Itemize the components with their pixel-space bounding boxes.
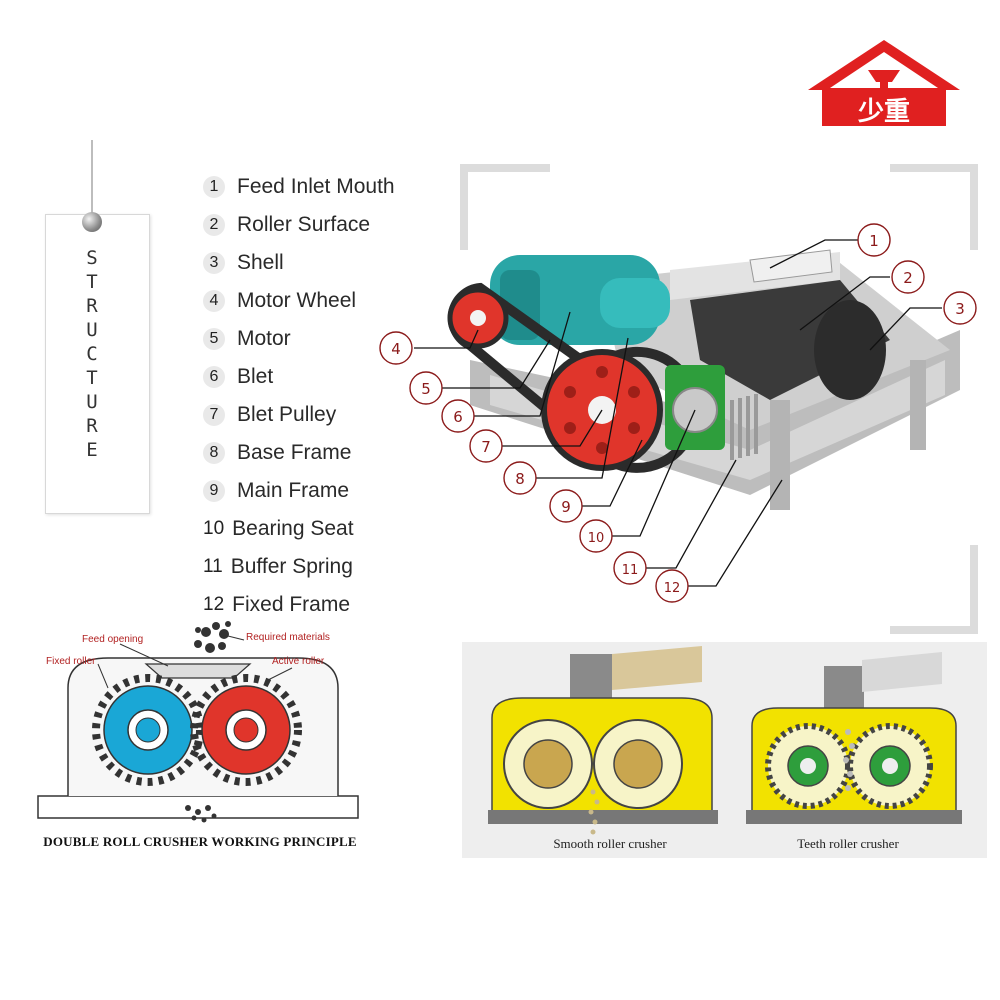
legend-number: 4	[203, 290, 225, 312]
callout-1: 1	[857, 223, 891, 257]
legend-number: 12	[203, 594, 225, 615]
working-principle-diagram: Feed opening Required materials Fixed ro…	[37, 621, 359, 823]
callout-6: 6	[441, 399, 475, 433]
legend-item: 5 Motor	[203, 320, 463, 358]
legend-item: 7 Blet Pulley	[203, 396, 463, 434]
legend-item: 1 Feed Inlet Mouth	[203, 168, 463, 206]
svg-text:12: 12	[664, 581, 681, 596]
callout-3: 3	[943, 291, 977, 325]
svg-text:8: 8	[515, 470, 525, 488]
fixed-roller-label: Fixed roller	[46, 656, 96, 667]
legend-item: 8 Base Frame	[203, 434, 463, 472]
roll-crusher-diagram: 1 2 3 4 5 6 7 8 9 10 11 12	[379, 164, 978, 634]
teeth-roller-caption: Teeth roller crusher	[797, 836, 899, 851]
banner-string	[91, 140, 93, 218]
legend-number: 3	[203, 252, 225, 274]
banner-letter: T	[86, 271, 98, 293]
structure-banner	[45, 214, 150, 514]
buffer-spring-shape	[730, 394, 758, 460]
callout-10: 10	[579, 519, 613, 553]
feed-opening-label: Feed opening	[82, 634, 143, 645]
svg-text:7: 7	[481, 438, 491, 456]
parts-legend: 1 Feed Inlet Mouth 2 Roller Surface 3 Shell…	[203, 168, 463, 624]
legend-label: Shell	[237, 251, 284, 274]
legend-label: Base Frame	[237, 441, 352, 464]
callout-11: 11	[613, 551, 647, 585]
callout-8: 8	[503, 461, 537, 495]
banner-bead	[82, 212, 102, 232]
legend-label: Fixed Frame	[232, 593, 350, 616]
legend-number: 11	[203, 556, 223, 577]
svg-text:3: 3	[955, 300, 965, 318]
legend-item: 6 Blet	[203, 358, 463, 396]
callout-12: 12	[655, 569, 689, 603]
feed-inlet-shape	[749, 249, 833, 283]
legend-item: 4 Motor Wheel	[203, 282, 463, 320]
svg-text:6: 6	[453, 408, 463, 426]
legend-item: 11 Buffer Spring	[203, 548, 463, 586]
callout-9: 9	[549, 489, 583, 523]
legend-item: 2 Roller Surface	[203, 206, 463, 244]
frame-brackets	[460, 164, 978, 634]
legend-number: 5	[203, 328, 225, 350]
required-materials-label: Required materials	[246, 632, 330, 643]
legend-label: Feed Inlet Mouth	[237, 175, 395, 198]
smooth-roller-crusher	[488, 646, 718, 835]
banner-letter: C	[86, 343, 98, 365]
callout-7: 7	[469, 429, 503, 463]
svg-text:4: 4	[391, 340, 401, 358]
svg-text:9: 9	[561, 498, 571, 516]
banner-letter: U	[86, 319, 98, 341]
svg-text:少重: 少重	[857, 97, 910, 127]
callout-5: 5	[409, 371, 443, 405]
svg-text:1: 1	[869, 232, 879, 250]
fixed-roller-shape	[92, 674, 204, 786]
legend-item: 12 Fixed Frame	[203, 586, 463, 624]
callout-4: 4	[379, 331, 413, 365]
legend-label: Buffer Spring	[230, 555, 353, 578]
svg-text:11: 11	[622, 563, 639, 578]
crusher-comparison	[462, 642, 987, 858]
legend-number: 6	[203, 366, 225, 388]
legend-number: 10	[203, 518, 225, 539]
svg-text:10: 10	[588, 531, 605, 546]
legend-number: 2	[203, 214, 225, 236]
banner-letter: U	[86, 391, 98, 413]
legend-item: 10 Bearing Seat	[203, 510, 463, 548]
svg-text:2: 2	[903, 269, 913, 287]
legend-item: 9 Main Frame	[203, 472, 463, 510]
legend-label: Motor	[237, 327, 291, 350]
teeth-roller-crusher	[746, 652, 962, 824]
company-logo: 少重	[808, 40, 960, 127]
banner-letter: R	[86, 415, 98, 437]
legend-label: Main Frame	[237, 479, 350, 502]
legend-number: 9	[203, 480, 225, 502]
legend-label: Blet	[237, 365, 274, 388]
legend-number: 1	[203, 176, 225, 198]
svg-text:5: 5	[421, 380, 431, 398]
active-roller-shape	[190, 674, 302, 786]
legend-label: Blet Pulley	[237, 403, 337, 426]
principle-caption: DOUBLE ROLL CRUSHER WORKING PRINCIPLE	[43, 834, 357, 849]
structure-title: S T R U C T U R E	[78, 246, 106, 462]
callout-2: 2	[891, 260, 925, 294]
smooth-roller-caption: Smooth roller crusher	[553, 836, 667, 851]
legend-label: Bearing Seat	[232, 517, 354, 540]
banner-letter: E	[86, 439, 98, 461]
legend-label: Roller Surface	[237, 213, 371, 236]
banner-letter: T	[86, 367, 98, 389]
legend-number: 7	[203, 404, 225, 426]
banner-letter: S	[86, 247, 98, 269]
legend-label: Motor Wheel	[237, 289, 357, 312]
legend-item: 3 Shell	[203, 244, 463, 282]
banner-letter: R	[86, 295, 98, 317]
legend-number: 8	[203, 442, 225, 464]
active-roller-label: Active roller	[272, 656, 325, 667]
